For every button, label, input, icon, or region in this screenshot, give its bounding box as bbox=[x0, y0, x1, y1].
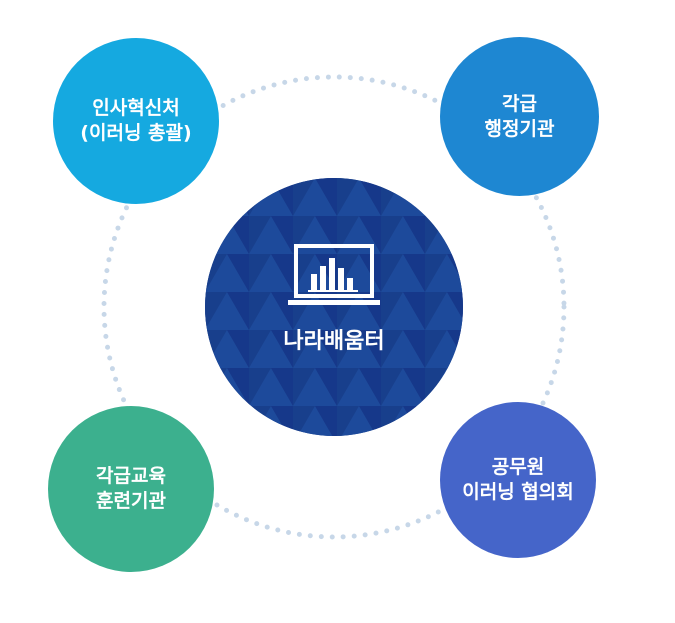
center-hub bbox=[205, 178, 463, 436]
node-label-line2: 이러닝 협의회 bbox=[462, 481, 574, 503]
monitor-bar-chart-icon bbox=[288, 244, 380, 305]
node-training-institutions: 각급교육 훈련기관 bbox=[48, 406, 214, 572]
triangle-pattern bbox=[205, 178, 463, 436]
node-label-line2: 행정기관 bbox=[484, 117, 555, 140]
node-label-line1: 공무원 bbox=[491, 456, 545, 478]
node-label-line1: 인사혁신처 bbox=[92, 97, 180, 119]
node-label-line1: 각급교육 bbox=[96, 465, 166, 487]
node-elearning-council: 공무원 이러닝 협의회 bbox=[440, 402, 596, 558]
node-label-line2: 훈련기관 bbox=[96, 490, 166, 512]
center-label: 나라배움터 bbox=[283, 329, 385, 354]
node-personnel-innovation: 인사혁신처 (이러닝 총괄) bbox=[53, 38, 219, 204]
node-administrative-agencies: 각급 행정기관 bbox=[440, 37, 599, 196]
node-label-line2: (이러닝 총괄) bbox=[80, 122, 192, 144]
node-label-line1: 각급 bbox=[502, 92, 537, 115]
